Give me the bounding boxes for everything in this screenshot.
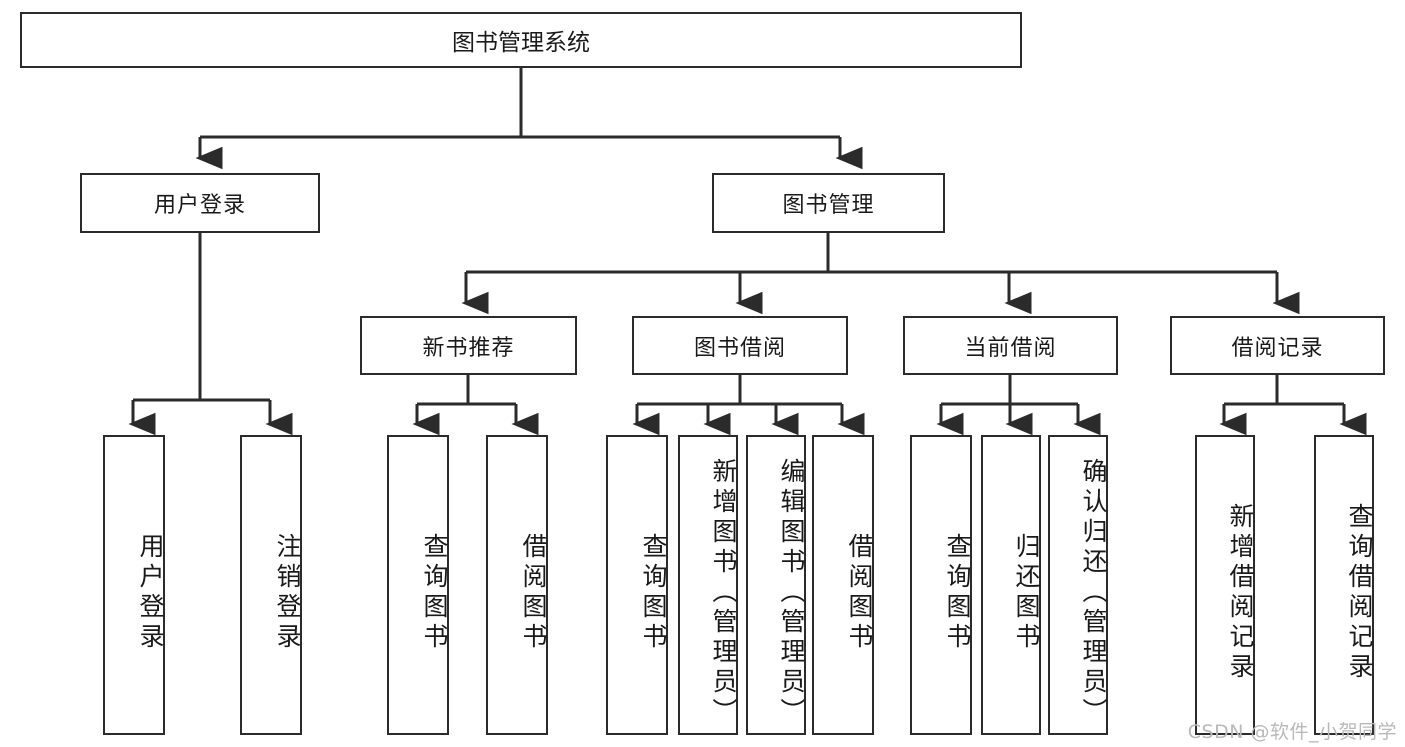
node-leaf-user-logout[interactable]: 注销登录 xyxy=(240,435,302,735)
node-borrow-record-label: 借阅记录 xyxy=(1231,335,1324,361)
node-leaf-add-record[interactable]: 新增借阅记录 xyxy=(1195,435,1255,735)
node-leaf-edit-book-label: 编辑图书（管理员） xyxy=(777,458,806,728)
node-current-borrow-label: 当前借阅 xyxy=(964,335,1057,361)
node-book-manage-label: 图书管理 xyxy=(782,193,875,218)
watermark-text: CSDN @软件_小贺同学 xyxy=(1187,721,1397,743)
node-leaf-query-record[interactable]: 查询借阅记录 xyxy=(1314,435,1374,735)
node-leaf-query-book-3-label: 查询图书 xyxy=(943,533,972,653)
node-leaf-query-book-2-label: 查询图书 xyxy=(639,533,668,653)
node-leaf-add-book-label: 新增图书（管理员） xyxy=(709,458,738,728)
node-leaf-add-record-label: 新增借阅记录 xyxy=(1226,503,1255,683)
node-leaf-return-book-label: 归还图书 xyxy=(1012,533,1041,653)
node-leaf-confirm-return-label: 确认归还（管理员） xyxy=(1079,458,1108,728)
node-leaf-query-book-3[interactable]: 查询图书 xyxy=(910,435,972,735)
node-root-label: 图书管理系统 xyxy=(452,30,590,56)
node-book-borrow[interactable]: 图书借阅 xyxy=(632,316,848,375)
node-new-book-recommend-label: 新书推荐 xyxy=(422,335,515,361)
node-leaf-edit-book[interactable]: 编辑图书（管理员） xyxy=(746,435,806,735)
node-root[interactable]: 图书管理系统 xyxy=(20,12,1022,68)
node-book-manage[interactable]: 图书管理 xyxy=(712,173,945,233)
node-leaf-user-login-label: 用户登录 xyxy=(136,533,165,653)
node-leaf-borrow-book-2-label: 借阅图书 xyxy=(845,533,874,653)
node-leaf-borrow-book-2[interactable]: 借阅图书 xyxy=(812,435,874,735)
node-leaf-user-logout-label: 注销登录 xyxy=(273,533,302,653)
node-leaf-return-book[interactable]: 归还图书 xyxy=(981,435,1041,735)
node-user-login-label: 用户登录 xyxy=(153,193,246,218)
node-leaf-user-login[interactable]: 用户登录 xyxy=(103,435,165,735)
node-leaf-confirm-return[interactable]: 确认归还（管理员） xyxy=(1048,435,1108,735)
node-leaf-query-book-1[interactable]: 查询图书 xyxy=(387,435,449,735)
node-book-borrow-label: 图书借阅 xyxy=(693,335,786,361)
node-user-login[interactable]: 用户登录 xyxy=(80,173,320,233)
node-leaf-borrow-book-1-label: 借阅图书 xyxy=(519,533,548,653)
node-leaf-query-record-label: 查询借阅记录 xyxy=(1345,503,1374,683)
node-leaf-add-book[interactable]: 新增图书（管理员） xyxy=(678,435,738,735)
node-borrow-record[interactable]: 借阅记录 xyxy=(1170,316,1385,375)
node-leaf-query-book-2[interactable]: 查询图书 xyxy=(606,435,668,735)
node-new-book-recommend[interactable]: 新书推荐 xyxy=(360,316,577,375)
node-leaf-query-book-1-label: 查询图书 xyxy=(420,533,449,653)
node-current-borrow[interactable]: 当前借阅 xyxy=(903,316,1118,375)
node-leaf-borrow-book-1[interactable]: 借阅图书 xyxy=(486,435,548,735)
